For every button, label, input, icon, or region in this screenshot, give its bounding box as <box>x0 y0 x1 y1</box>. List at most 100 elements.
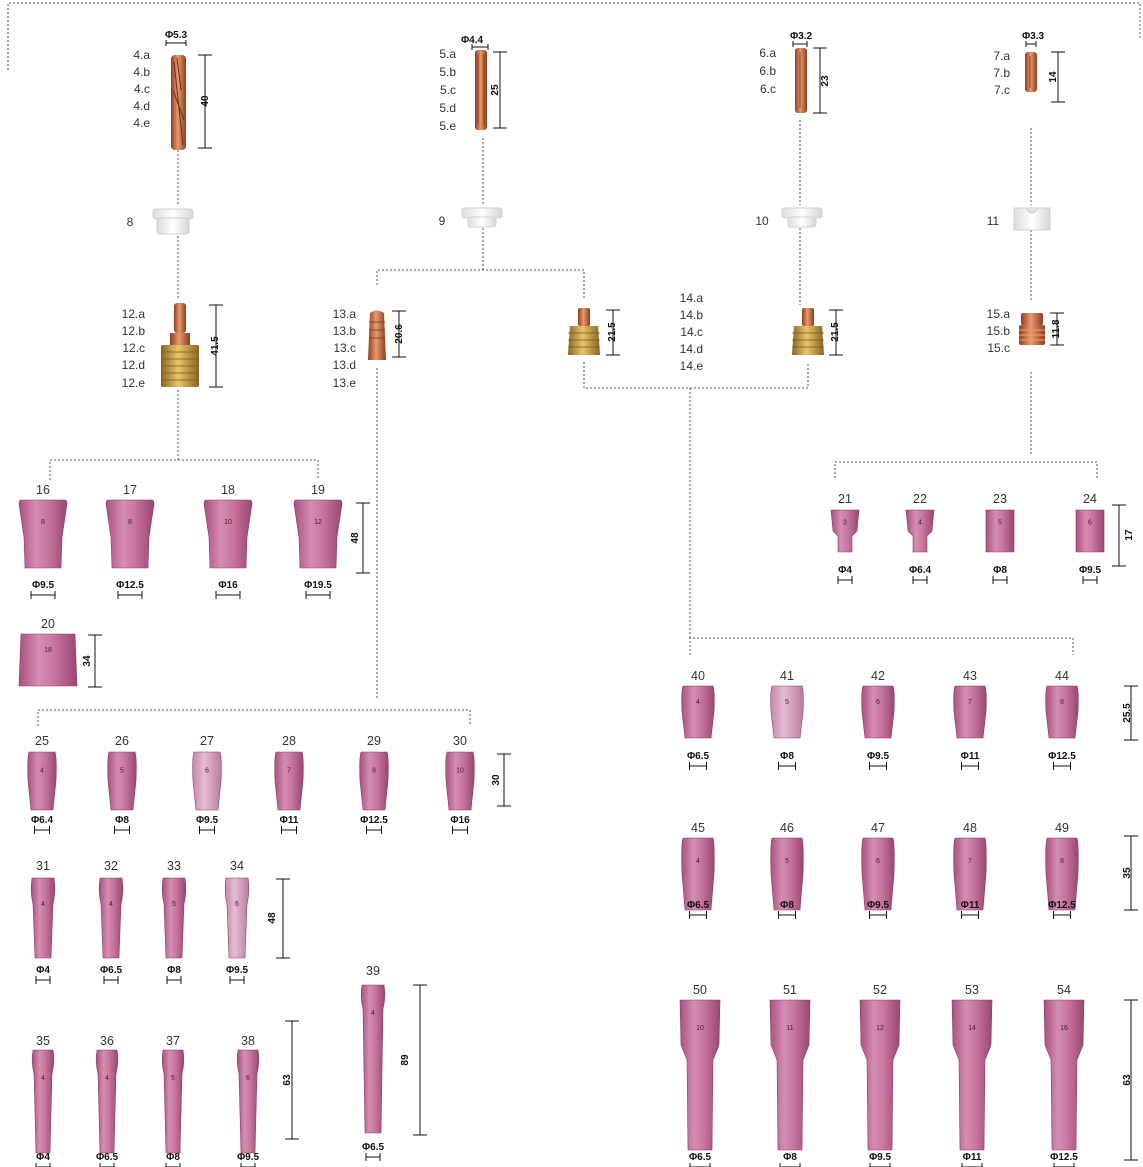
nozzle-size-mark: 10 <box>456 767 464 774</box>
collet-body-15-ref: 15.c <box>987 341 1010 355</box>
nozzle-number: 17 <box>123 483 137 497</box>
nozzle-size-mark: 6 <box>246 1075 250 1082</box>
nozzle-diameter: Φ6.5 <box>96 1152 119 1163</box>
nozzle-diameter: Φ9.5 <box>867 751 890 762</box>
collet-5-length: 25 <box>490 84 501 96</box>
group-height-label: 17 <box>1124 529 1135 541</box>
diameter-bracket <box>869 1163 891 1167</box>
nozzle-size-mark: 11 <box>786 1025 793 1032</box>
nozzle-size-mark: 5 <box>172 901 176 908</box>
nozzle-number: 31 <box>36 859 50 873</box>
group-height-label: 63 <box>1122 1074 1133 1086</box>
collet-7-ref: 7.c <box>994 83 1010 97</box>
nozzle-diameter: Φ19.5 <box>304 580 332 591</box>
nozzle-number: 42 <box>871 669 885 683</box>
collet-body-15-length: 11.8 <box>1051 319 1062 338</box>
diameter-bracket <box>869 911 887 919</box>
diameter-bracket <box>281 826 297 834</box>
nozzle-diameter: Φ11 <box>280 815 299 826</box>
diameter-bracket <box>240 1163 256 1167</box>
nozzle-size-mark: 4 <box>40 767 44 774</box>
nozzle-diameter: Φ4 <box>838 565 852 576</box>
collet-4-ref: 4.d <box>133 99 150 113</box>
collet-4-ref: 4.b <box>133 65 150 79</box>
nozzle-number: 28 <box>282 734 296 748</box>
nozzle-number: 39 <box>366 964 380 978</box>
group-height-label: 35 <box>1122 867 1133 879</box>
nozzle-diameter: Φ12.5 <box>1048 751 1076 762</box>
collet-body-13-ref: 13.b <box>333 324 357 338</box>
collet-6 <box>795 48 807 113</box>
collet-7-length: 14 <box>1048 71 1059 83</box>
diameter-bracket <box>99 1163 115 1167</box>
collet-6-diameter: Φ3.2 <box>790 31 813 42</box>
insulator-8 <box>152 208 194 235</box>
nozzle-diameter: Φ8 <box>780 751 794 762</box>
ceramic-nozzle-shape <box>830 509 860 553</box>
diameter-bracket <box>366 826 382 834</box>
ceramic-nozzle-shape <box>31 1049 55 1154</box>
nozzle-size-mark: 5 <box>785 699 789 706</box>
collet-body-14-ref: 14.c <box>680 325 703 339</box>
nozzle-size-mark: 4 <box>109 901 113 908</box>
ceramic-nozzle-shape <box>161 1049 185 1154</box>
nozzle-diameter: Φ6.4 <box>909 565 932 576</box>
collet-body-14-ref: 14.a <box>680 291 704 305</box>
nozzle-diameter: Φ12.5 <box>116 580 144 591</box>
diameter-bracket <box>912 576 928 584</box>
collet-6-ref: 6.c <box>760 82 776 96</box>
diameter-bracket <box>229 976 245 984</box>
ceramic-nozzle-shape <box>679 999 721 1151</box>
collet-5-ref: 5.d <box>439 101 456 115</box>
diameter-bracket <box>452 826 468 834</box>
nozzle-number: 25 <box>35 734 49 748</box>
ceramic-nozzle-shape <box>161 877 187 959</box>
nozzle-diameter: Φ12.5 <box>360 815 388 826</box>
collet-body-14-right <box>792 308 824 355</box>
collet-body-14-ref: 14.d <box>680 342 703 356</box>
nozzle-size-mark: 5 <box>120 767 124 774</box>
collet-5 <box>475 50 487 130</box>
nozzle-diameter: Φ6.5 <box>100 965 123 976</box>
collet-body-12-ref: 12.b <box>122 324 146 338</box>
nozzle-number: 49 <box>1055 821 1069 835</box>
collet-6-ref: 6.b <box>759 64 776 78</box>
group-height-label: 25.5 <box>1122 703 1133 723</box>
nozzle-number: 16 <box>36 483 50 497</box>
ceramic-nozzle-shape <box>236 1049 260 1154</box>
diameter-bracket <box>778 762 796 770</box>
diameter-bracket <box>992 576 1008 584</box>
nozzle-diameter: Φ6.5 <box>687 751 710 762</box>
nozzle-size-mark: 16 <box>1060 1025 1068 1032</box>
ceramic-nozzle-shape <box>1075 509 1105 553</box>
nozzle-number: 33 <box>167 859 181 873</box>
nozzle-diameter: Φ9.5 <box>196 815 219 826</box>
group-height-label: 34 <box>82 655 93 667</box>
diameter-bracket <box>30 591 56 599</box>
nozzle-size-mark: 7 <box>968 858 972 865</box>
nozzle-number: 48 <box>963 821 977 835</box>
ceramic-nozzle-shape <box>859 999 901 1151</box>
diameter-bracket <box>689 762 707 770</box>
ceramic-nozzle-shape <box>359 751 389 811</box>
nozzle-number: 52 <box>873 983 887 997</box>
diameter-bracket <box>779 1163 801 1167</box>
